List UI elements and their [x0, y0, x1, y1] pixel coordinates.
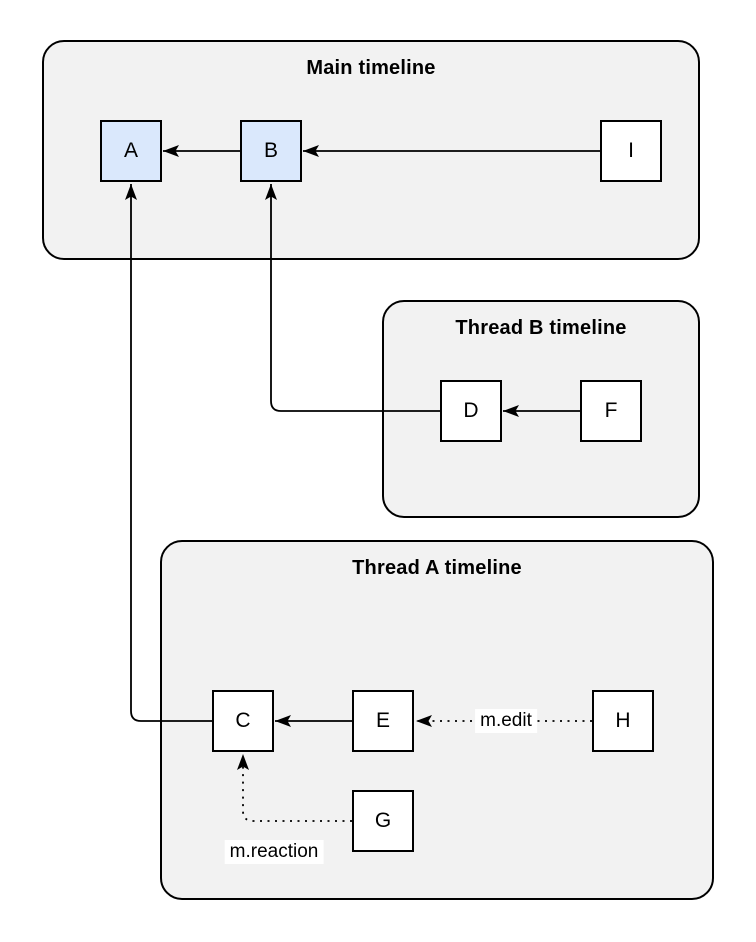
event-node-i-label: I: [628, 139, 634, 162]
event-node-c-label: C: [235, 709, 251, 732]
event-node-b: B: [240, 120, 302, 182]
edge-label-m-reaction: m.reaction: [224, 840, 324, 864]
event-node-g-label: G: [374, 809, 392, 832]
edge-d-to-b: [265, 184, 440, 412]
event-node-h-label: H: [615, 709, 631, 732]
edge-c-to-a: [125, 184, 212, 722]
edge-g-to-c-reaction: [237, 754, 352, 822]
event-node-a-label: A: [123, 139, 138, 162]
event-node-e-label: E: [375, 709, 390, 732]
event-node-c: C: [212, 690, 274, 752]
thread-a-timeline-title: Thread A timeline: [352, 557, 522, 579]
event-node-i: I: [600, 120, 662, 182]
event-node-b-label: B: [263, 139, 278, 162]
event-node-f: F: [580, 380, 642, 442]
event-node-d: D: [440, 380, 502, 442]
event-node-h: H: [592, 690, 654, 752]
event-node-g: G: [352, 790, 414, 852]
event-node-e: E: [352, 690, 414, 752]
container-thread-b-timeline: Thread B timeline: [382, 300, 700, 518]
main-timeline-title: Main timeline: [306, 57, 436, 79]
event-node-f-label: F: [604, 399, 618, 422]
edge-label-m-edit: m.edit: [475, 709, 537, 733]
event-node-a: A: [100, 120, 162, 182]
event-node-d-label: D: [463, 399, 479, 422]
thread-b-timeline-title: Thread B timeline: [455, 317, 627, 339]
